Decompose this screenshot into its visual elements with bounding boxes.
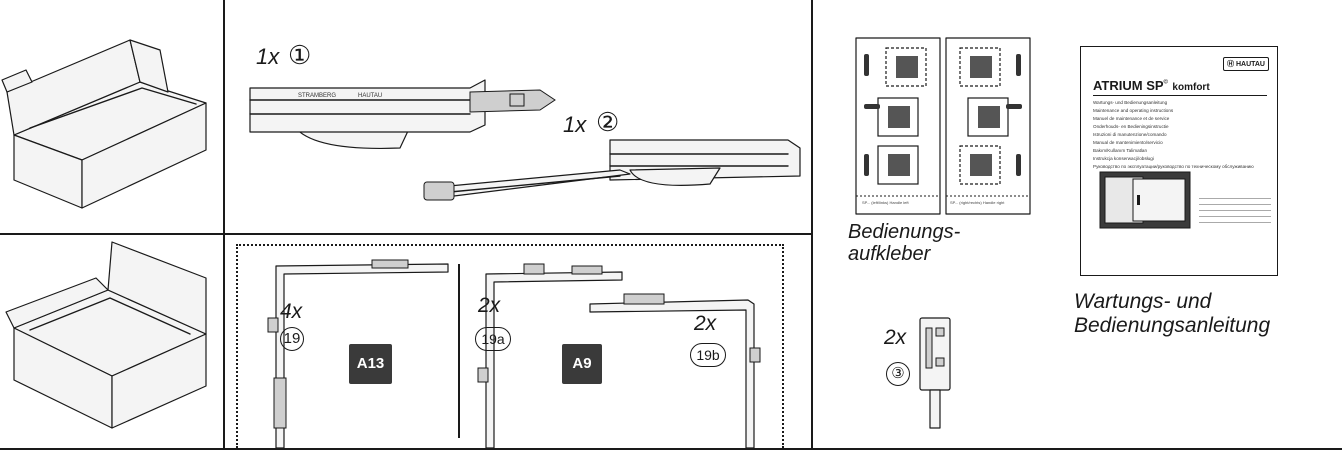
sticker-caption-2: aufkleber	[848, 243, 931, 265]
packaging-box-flat	[5, 241, 207, 429]
fitting19-qty: 4x	[280, 300, 303, 323]
manual-title-rule	[1093, 95, 1267, 96]
corner-fitting-19	[267, 259, 449, 449]
svg-text:STRAMBERG: STRAMBERG	[298, 93, 336, 99]
manual-language-item: Manuel de maintenance et de service	[1093, 116, 1170, 121]
manual-footer-lines	[1199, 193, 1271, 228]
manual-language-item: Istruzioni di manutenzione/comando	[1093, 132, 1167, 137]
fitting19-number: 19	[280, 327, 304, 351]
fittings-divider	[458, 264, 460, 438]
drive-unit-1: STRAMBERG HAUTAU	[249, 79, 556, 150]
sticker-caption-1: Bedienungs-	[848, 221, 961, 243]
part1-number: ①	[288, 40, 312, 70]
fittings-dotted-border	[236, 244, 784, 448]
operating-sticker	[855, 37, 1031, 215]
sticker-left-note: SP... (left/links) Handle left	[862, 200, 909, 205]
manual-title: ATRIUM SP	[1093, 78, 1164, 93]
manual-language-item: Manual de mantenimiento/servicio	[1093, 140, 1163, 145]
part2-number: ②	[596, 107, 620, 137]
manual-window-illustration	[1099, 171, 1191, 229]
manual-language-item: Instrukcja konserwacji/obsługi	[1093, 156, 1154, 161]
manual-language-item: Руководство по эксплуатации/руководство …	[1093, 164, 1254, 169]
manual-language-item: Wartungs- und Bedienungsanleitung	[1093, 100, 1168, 105]
manual-caption-2: Bedienungsanleitung	[1074, 314, 1271, 337]
manual-title-row: ATRIUM SP© komfort	[1093, 78, 1210, 93]
handle-qty: 2x	[884, 326, 907, 349]
fitting19b-qty: 2x	[694, 312, 717, 335]
corner-fitting-19b	[589, 293, 761, 449]
manual-title-suffix: komfort	[1172, 82, 1210, 93]
manual-language-item: Maintenance and operating instructions	[1093, 108, 1174, 113]
svg-text:HAUTAU: HAUTAU	[358, 93, 382, 99]
fitting19a-qty: 2x	[478, 294, 501, 317]
handle-part-3	[919, 317, 951, 429]
packaging-box-long	[1, 39, 207, 209]
manual-language-item: Onderhouds- en Bedieningsinstructie	[1093, 124, 1169, 129]
sticker-right-note: SP... (right/rechts) Handle right	[950, 200, 1005, 205]
part1-qty: 1x	[256, 44, 280, 69]
manual-caption-1: Wartungs- und	[1074, 290, 1212, 313]
part2-qty: 1x	[563, 112, 587, 137]
drive-unit-2	[423, 139, 801, 201]
manual-brand: Ⓗ HAUTAU	[1223, 57, 1269, 71]
handle-number: ③	[886, 362, 910, 386]
fitting19a-number: 19a	[475, 327, 511, 351]
manual-language-item: Bakım/Kullanım Talimatları	[1093, 148, 1148, 153]
fitting19b-number: 19b	[690, 343, 726, 367]
hautau-logo-icon: Ⓗ	[1227, 61, 1236, 68]
badge-a9: A9	[562, 344, 602, 384]
badge-a13: A13	[349, 344, 392, 384]
manual-booklet: Ⓗ HAUTAU ATRIUM SP© komfort Wartungs- un…	[1080, 46, 1278, 276]
